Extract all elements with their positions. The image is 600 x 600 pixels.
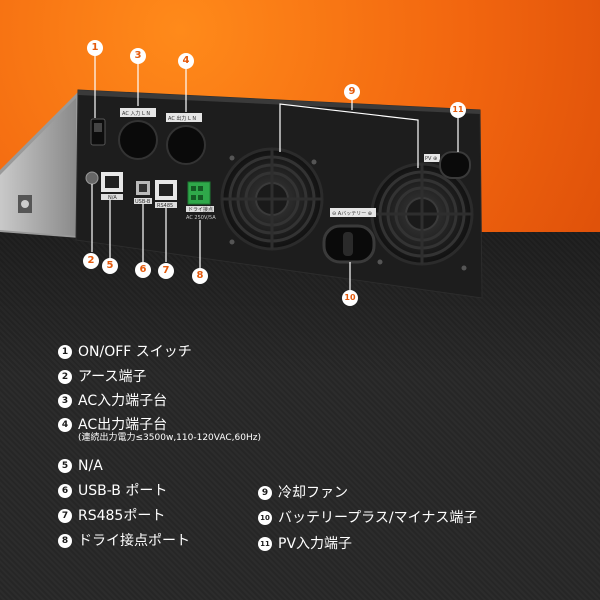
ac-output-label-plate [166,113,202,122]
dry-contact-slot-4 [198,195,203,200]
callout-badge: 9 [344,84,360,100]
legend-label: ドライ接点ポート [78,533,190,549]
legend-number: 7 [58,509,72,523]
callout-badge: 8 [192,268,208,284]
lan-port-label-plate [101,194,123,200]
legend-label: RS485ポート [78,508,166,524]
ac-output-label: AC 出力 L N [168,115,196,122]
legend-label-main: AC出力端子台 [78,417,168,433]
fan-screw-icon [461,265,467,271]
ground-screw-icon [85,171,99,185]
fan-screw-icon [229,155,235,161]
legend-item: 4 AC出力端子台 (連続出力電力≤3500w,110-120VAC,60Hz) [58,416,261,444]
fan-screw-icon [311,159,317,165]
dry-spec-label: AC 250V/5A [186,215,216,221]
legend-number: 8 [58,534,72,548]
ac-input-terminal[interactable] [118,120,158,160]
ac-input-label: AC 入力 L N [122,110,150,117]
legend-number: 11 [258,537,272,551]
callout-badge: 6 [135,262,151,278]
lan-port[interactable] [105,176,119,188]
dry-label-plate [186,206,214,212]
callout-badge: 7 [158,263,174,279]
legend-item: 7 RS485ポート [58,507,165,525]
callout-badge: 10 [342,290,358,306]
battery-terminal-slot [343,232,353,256]
legend-item: 8 ドライ接点ポート [58,532,190,550]
rs485-label: RS485 [157,203,173,209]
dry-contact-terminal[interactable] [187,181,211,205]
side-screw-icon [21,200,29,208]
fan-screw-icon [229,239,235,245]
dry-contact-slot-1 [191,186,196,191]
legend-label: ON/OFF スイッチ [78,344,192,360]
ac-output-terminal[interactable] [166,125,206,165]
legend-number: 2 [58,370,72,384]
legend-item: 10 バッテリープラス/マイナス端子 [258,509,477,527]
cooling-fan-left [220,147,324,251]
rs485-label-plate [155,202,177,208]
legend-label: N/A [78,458,103,474]
legend-item: 1 ON/OFF スイッチ [58,343,192,361]
legend-number: 6 [58,484,72,498]
chassis-side-face [0,98,76,236]
fan-screw-icon [377,259,383,265]
legend-label: PV入力端子 [278,536,353,552]
battery-label-plate [330,208,376,217]
legend-number: 5 [58,459,72,473]
legend-label: アース端子 [78,369,147,385]
chassis-top-edge [78,90,480,114]
dry-contact-slot-2 [198,186,203,191]
usb-label: USB-B [135,199,151,205]
legend-item: 3 AC入力端子台 [58,392,167,410]
usb-label-plate [134,198,152,204]
legend-label: バッテリープラス/マイナス端子 [278,510,478,526]
legend-label: AC入力端子台 [78,393,168,409]
legend-number: 1 [58,345,72,359]
legend-label: AC出力端子台 (連続出力電力≤3500w,110-120VAC,60Hz) [78,416,261,444]
lan-port-label: N/A [108,195,117,201]
rs485-port[interactable] [159,184,173,196]
legend-number: 10 [258,511,272,525]
legend-number: 9 [258,486,272,500]
pv-terminal[interactable] [439,151,471,179]
callout-badge: 4 [178,53,194,69]
legend-item: 2 アース端子 [58,368,146,386]
legend-label: USB-B ポート [78,483,168,499]
callout-lines [91,54,459,290]
callout-badge: 2 [83,253,99,269]
callout-badge: 5 [102,258,118,274]
dark-background [0,232,600,600]
pv-label-plate [424,154,440,162]
callout-badge: 1 [87,40,103,56]
legend-item: 11 PV入力端子 [258,535,352,553]
legend-item: 6 USB-B ポート [58,482,167,500]
switch-rocker [94,123,102,132]
legend-number: 3 [58,394,72,408]
callout-badge: 3 [130,48,146,64]
battery-label: ⊖ Aバッテリー ⊕ [332,211,372,217]
legend-number: 4 [58,418,72,432]
legend-item: 9 冷却ファン [258,484,348,502]
dry-contact-slot-3 [191,195,196,200]
legend-label: 冷却ファン [278,485,348,501]
dry-label: ドライ接点 [188,206,213,213]
pv-label: PV ⊕ [425,156,437,162]
usb-b-socket [139,184,147,192]
ac-input-label-plate [120,108,156,117]
legend-label-sub: (連続出力電力≤3500w,110-120VAC,60Hz) [78,433,261,443]
legend-item: 5 N/A [58,457,103,475]
callout-badge: 11 [450,102,466,118]
